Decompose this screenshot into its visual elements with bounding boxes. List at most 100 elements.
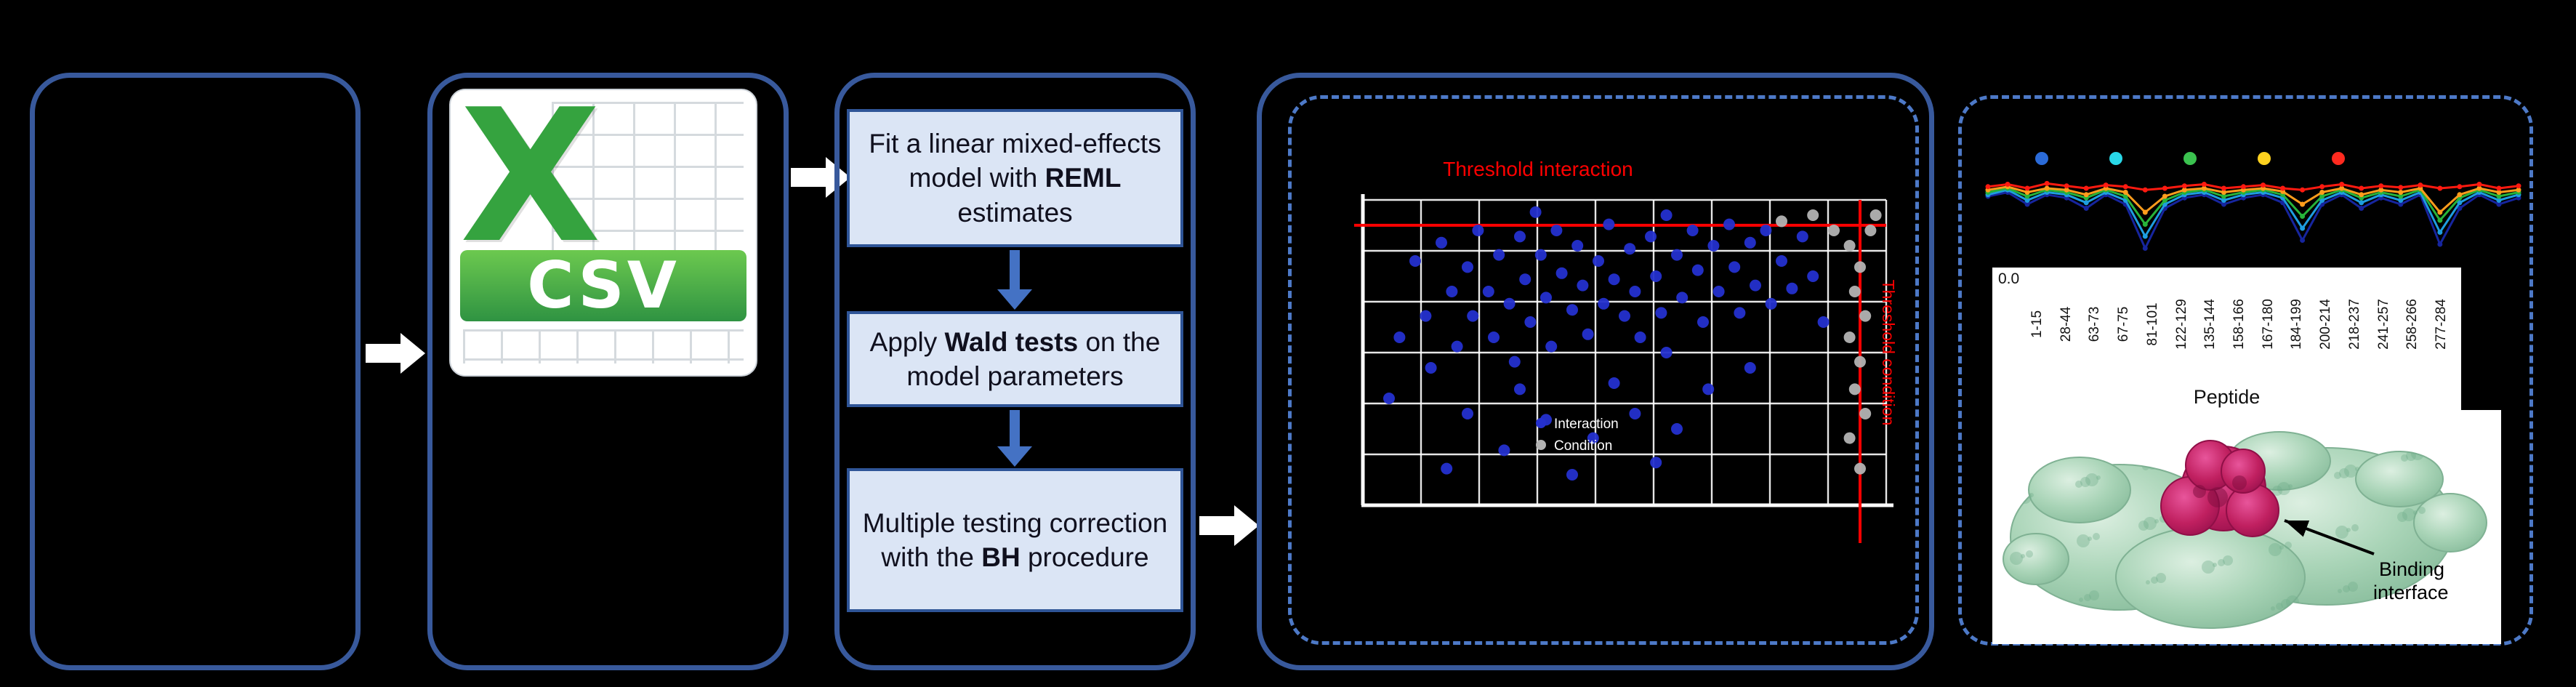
scatter-point <box>1707 240 1720 252</box>
binding-label-line1: Binding <box>2379 558 2444 580</box>
method-panel <box>834 73 1196 670</box>
scatter-point <box>1712 286 1725 297</box>
scatter-point <box>1843 240 1856 252</box>
scatter-point <box>1467 310 1479 322</box>
scatter-point <box>1828 225 1840 236</box>
scatter-point <box>1550 225 1563 236</box>
arrow-head <box>997 446 1032 467</box>
scatter-points <box>1383 206 1882 481</box>
peptide-tick: 200-214 <box>2318 299 2334 350</box>
scatter-point <box>1660 347 1673 358</box>
scatter-point <box>1624 243 1636 255</box>
scatter-point <box>1750 279 1761 292</box>
scatter-point <box>1493 249 1505 261</box>
scatter-point <box>1577 279 1589 292</box>
peptide-axis-label: Peptide <box>2193 386 2261 408</box>
flow-arrow-1 <box>366 333 427 374</box>
peptide-tick: 1-15 <box>2029 310 2045 339</box>
scatter-point <box>1514 230 1526 243</box>
scatter-point <box>1566 469 1578 481</box>
scatter-point <box>1854 355 1866 368</box>
condition-dot <box>2183 152 2197 165</box>
arrow-shaft <box>1010 410 1020 446</box>
step-arrow-1 <box>993 250 1037 310</box>
peptide-tick: 218-237 <box>2346 299 2362 350</box>
scatter-point <box>1691 264 1704 276</box>
scatter-point <box>1728 261 1741 273</box>
scatter-point <box>1514 383 1526 395</box>
threshold-condition-label: Threshold condition <box>1879 280 1898 426</box>
scatter-point <box>1508 355 1521 368</box>
scatter-point <box>1686 225 1699 236</box>
y-axis-tick: 0.0 <box>1998 270 2020 287</box>
input-panel <box>30 73 361 670</box>
scatter-point <box>1393 332 1406 343</box>
step-bh-correction-text: Multiple testing correction with the BH … <box>862 507 1168 572</box>
scatter-point <box>1519 273 1531 286</box>
scatter-point <box>1587 432 1599 444</box>
binding-label-line2: interface <box>2373 582 2449 603</box>
scatter-point <box>1462 261 1473 273</box>
scatter-point <box>1534 249 1547 261</box>
csv-banner: CSV <box>459 248 747 323</box>
scatter-point <box>1603 218 1615 230</box>
scatter-point <box>1843 432 1856 444</box>
scatter-point <box>1859 408 1872 419</box>
scatter-point <box>1786 282 1798 294</box>
peptide-tick: 241-257 <box>2375 299 2391 350</box>
scatter-point <box>1676 292 1689 304</box>
scatter-point <box>1843 332 1856 343</box>
scatter-point <box>1436 236 1447 249</box>
scatter-point <box>1409 255 1421 267</box>
scatter-point <box>1446 286 1458 297</box>
scatter-point <box>1723 218 1735 230</box>
scatter-point <box>1545 340 1558 353</box>
scatter-point <box>1634 332 1646 343</box>
scatter-outer-panel <box>1257 73 1934 670</box>
scatter-point <box>1869 209 1882 221</box>
binding-interface-region <box>2160 440 2279 537</box>
scatter-legend: Interaction Condition <box>1536 417 1619 454</box>
scatter-point <box>1540 292 1552 304</box>
condition-dot <box>2109 152 2122 165</box>
scatter-point <box>1629 286 1641 297</box>
scatter-point <box>1848 383 1861 395</box>
scatter-point <box>1524 316 1537 328</box>
scatter-point <box>1571 240 1584 252</box>
scatter-point <box>1734 307 1746 319</box>
protein-structure-panel: Binding interface <box>1992 410 2501 644</box>
legend-dot-interaction <box>1536 418 1546 428</box>
condition-dot <box>2258 152 2271 165</box>
scatter-dashed-panel <box>1288 95 1919 645</box>
scatter-point <box>1441 462 1453 475</box>
scatter-point <box>1765 297 1777 310</box>
scatter-point <box>1854 462 1866 475</box>
scatter-point <box>1671 249 1683 261</box>
excel-x-logo: X <box>459 70 601 284</box>
scatter-point <box>1529 206 1542 218</box>
legend-label-interaction: Interaction <box>1554 417 1619 432</box>
scatter-point <box>1864 225 1877 236</box>
scatter-point <box>1760 225 1772 236</box>
scatter-point <box>1488 332 1500 343</box>
scatter-point <box>1420 310 1432 322</box>
csv-panel <box>427 73 789 670</box>
peptide-tick: 28-44 <box>2058 306 2074 342</box>
step-arrow-2 <box>993 410 1037 467</box>
scatter-point <box>1451 340 1463 353</box>
scatter-point <box>1854 261 1866 273</box>
scatter-point <box>1697 316 1709 328</box>
spreadsheet-grid-bottom <box>462 329 744 364</box>
scatter-point <box>1848 286 1861 297</box>
scatter-point <box>1702 383 1715 395</box>
scatter-point <box>1472 225 1484 236</box>
legend-dot-condition <box>1536 440 1546 450</box>
condition-dot <box>2035 152 2048 165</box>
scatter-point <box>1807 270 1819 282</box>
scatter-axes <box>1361 194 1893 507</box>
peptide-tick: 277-284 <box>2434 299 2450 350</box>
protein-structure-image: Binding interface <box>2003 431 2487 629</box>
